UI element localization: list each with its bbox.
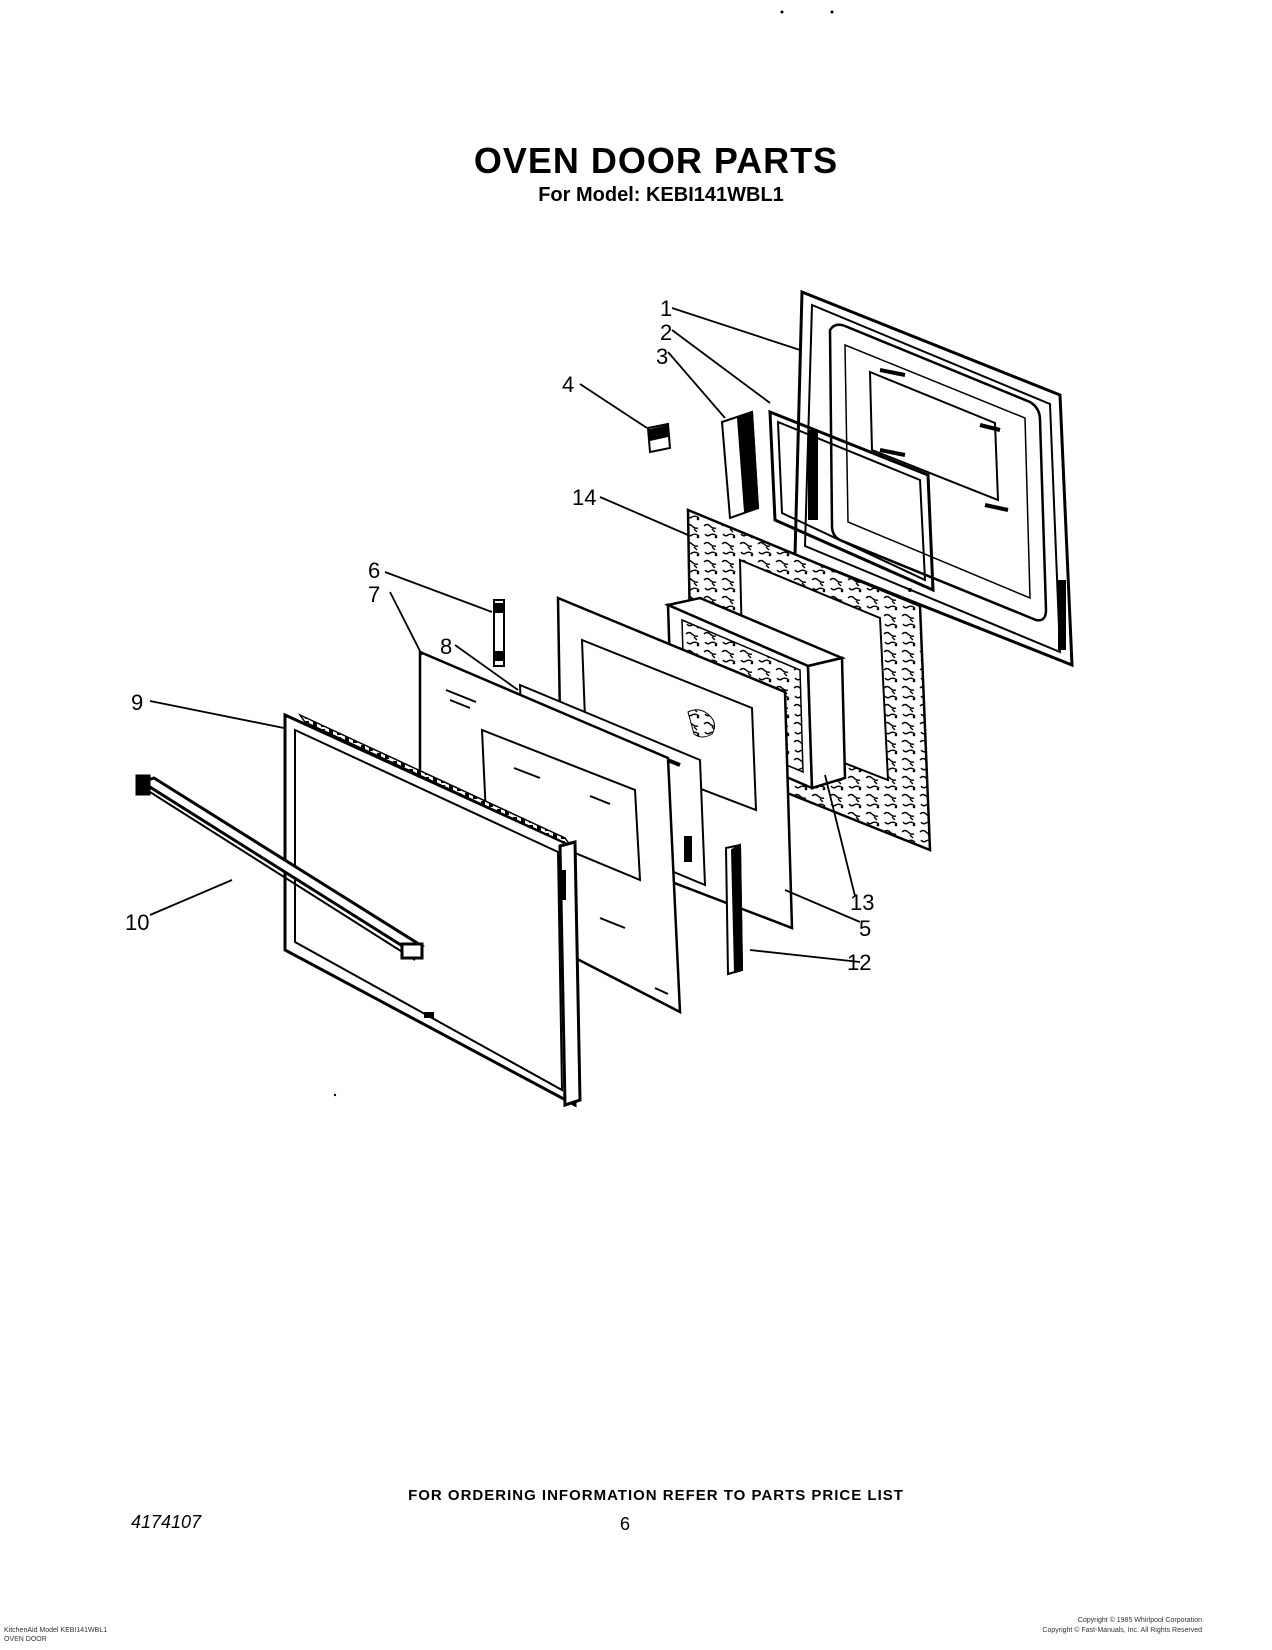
part-4-clip — [646, 422, 672, 454]
callout-12: 12 — [847, 950, 871, 975]
part-10-handle — [135, 774, 425, 961]
part-12-side-channel — [724, 843, 744, 976]
footer-left-fine-print: KitchenAid Model KEBI141WBL1 OVEN DOOR — [4, 1627, 108, 1643]
callout-6: 6 — [368, 558, 380, 583]
callout-8: 8 — [440, 634, 452, 659]
page-title: OVEN DOOR PARTS — [473, 140, 839, 181]
callout-5: 5 — [859, 916, 871, 941]
callout-2: 2 — [660, 320, 672, 345]
callout-numbers: 1 2 3 4 5 6 7 8 9 10 12 13 14 — [125, 296, 874, 975]
footer-right-copyright: Copyright © 1985 Whirlpool Corporation C… — [1042, 1617, 1202, 1634]
callout-13: 13 — [850, 890, 874, 915]
callout-9: 9 — [131, 690, 143, 715]
scan-specks — [333, 10, 912, 1097]
part-1-inner-door-panel — [793, 289, 1074, 668]
callout-3: 3 — [656, 344, 668, 369]
model-line: For Model: KEBI141WBL1 — [538, 184, 784, 206]
page-number: 6 — [620, 1514, 631, 1534]
callout-7: 7 — [368, 582, 380, 607]
part-2-wire-frame — [768, 409, 935, 593]
callout-14: 14 — [572, 485, 596, 510]
part-6-hinge — [493, 599, 505, 667]
callout-4: 4 — [562, 372, 574, 397]
ordering-note: FOR ORDERING INFORMATION REFER TO PARTS … — [408, 1487, 904, 1504]
part-9-outer-door-frame — [283, 712, 582, 1108]
document-number: 4174107 — [131, 1512, 202, 1532]
callout-10: 10 — [125, 910, 149, 935]
part-3-bracket — [720, 410, 760, 520]
leader-lines — [149, 307, 861, 963]
callout-1: 1 — [660, 296, 672, 321]
